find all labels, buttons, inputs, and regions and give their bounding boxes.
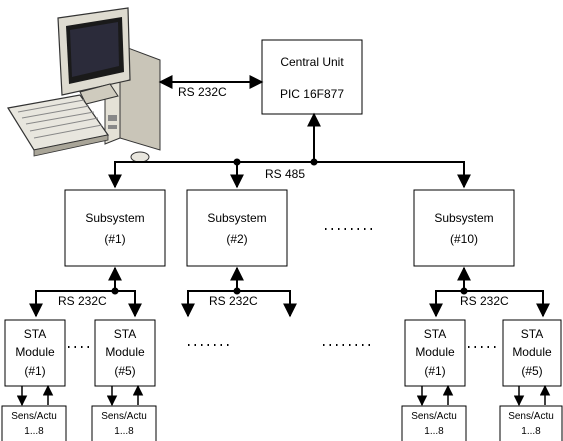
sub1-junction-dot	[111, 287, 119, 295]
subsystem-title-1: Subsystem	[85, 211, 144, 225]
sta-module-line1-4: STA	[521, 327, 543, 341]
sensor-line2-1: 1...8	[24, 426, 44, 437]
sta-module-line2-2: Module	[105, 345, 145, 359]
subsystem-id-3: (#10)	[450, 232, 478, 246]
computer-icon	[7, 7, 161, 163]
sta-module-line2-4: Module	[512, 345, 552, 359]
subsystem-title-3: Subsystem	[434, 211, 493, 225]
sta-module-id-4: (#5)	[521, 364, 542, 378]
sensor-line2-2: 1...8	[114, 426, 134, 437]
sta-module-box-2	[94, 319, 156, 387]
sta-module-line2-3: Module	[415, 345, 455, 359]
sta-module-box-4	[502, 319, 562, 387]
bus-junction-dot	[310, 158, 318, 166]
sensor-line1-3: Sens/Actu	[411, 411, 457, 422]
subsystem-id-1: (#1)	[104, 232, 125, 246]
sta-module-line1-1: STA	[24, 327, 46, 341]
sensor-line1-2: Sens/Actu	[101, 411, 147, 422]
sta-module-line1-3: STA	[424, 327, 446, 341]
subsystem-box-2	[186, 189, 288, 267]
subsystem-box-1	[64, 189, 166, 267]
central-unit-model: PIC 16F877	[280, 87, 344, 101]
bus-junction-dot	[233, 158, 241, 166]
sensor-line2-3: 1...8	[424, 426, 444, 437]
bus-label: RS 485	[265, 167, 305, 181]
sensor-box-1	[1, 405, 67, 441]
central-unit-box	[261, 39, 363, 115]
sta-module-box-1	[4, 319, 66, 387]
subsystem-box-3	[413, 189, 515, 267]
sensor-line1-1: Sens/Actu	[11, 411, 57, 422]
central-unit-title: Central Unit	[280, 55, 344, 69]
sensor-box-4	[499, 405, 563, 441]
sta-module-id-2: (#5)	[114, 364, 135, 378]
sensor-box-3	[401, 405, 467, 441]
sensor-line1-4: Sens/Actu	[508, 411, 554, 422]
subsystem-id-2: (#2)	[226, 232, 247, 246]
sub3-junction-dot	[460, 287, 468, 295]
sub3-link-label: RS 232C	[460, 294, 509, 308]
sub1-link-label: RS 232C	[58, 294, 107, 308]
pc-link-label: RS 232C	[178, 85, 227, 99]
sta-module-line1-2: STA	[114, 327, 136, 341]
sta-module-id-1: (#1)	[24, 364, 45, 378]
sta-module-line2-1: Module	[15, 345, 55, 359]
subsystem-title-2: Subsystem	[207, 211, 266, 225]
sta-module-box-3	[404, 319, 466, 387]
sensor-box-2	[91, 405, 157, 441]
sta-module-id-3: (#1)	[424, 364, 445, 378]
sub2-junction-dot	[233, 287, 241, 295]
sensor-line2-4: 1...8	[521, 426, 541, 437]
sub2-link-label: RS 232C	[209, 294, 258, 308]
